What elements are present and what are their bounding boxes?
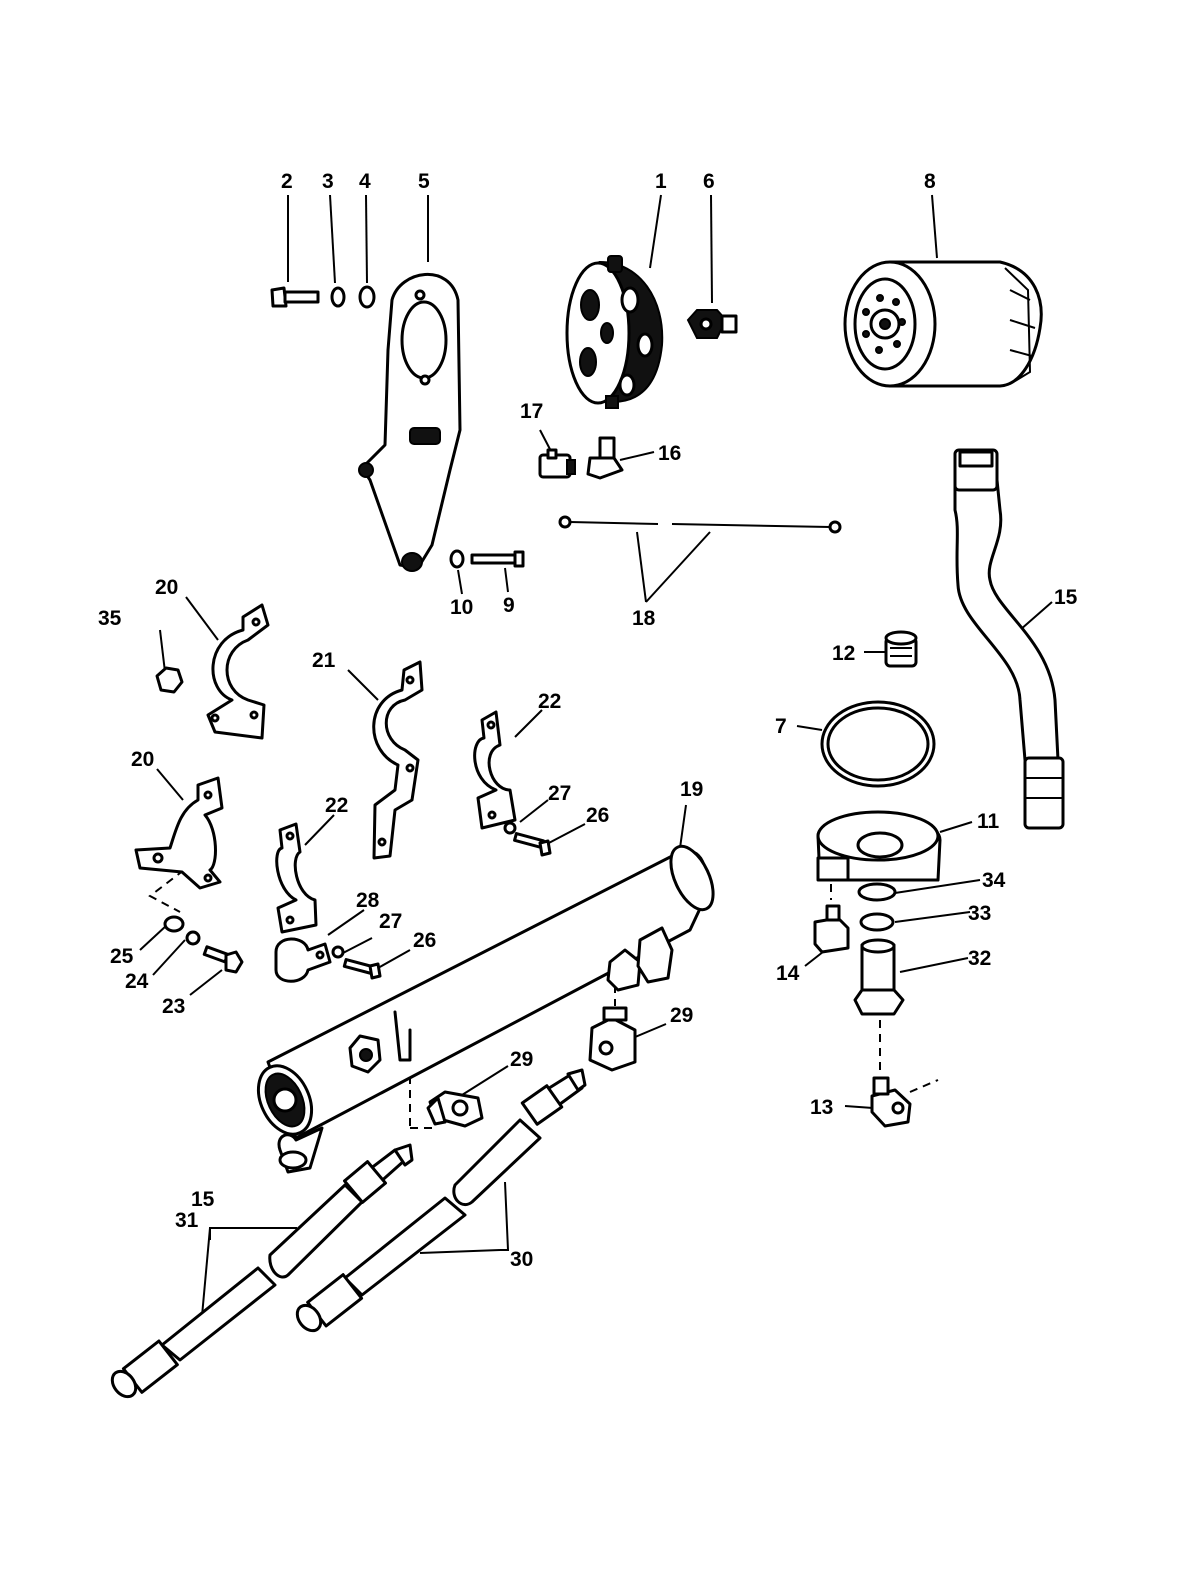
callout-17: 17	[520, 400, 543, 423]
callout-26-left: 26	[413, 929, 436, 952]
callout-21: 21	[312, 649, 336, 672]
callout-29-lower: 29	[510, 1048, 533, 1071]
callout-6: 6	[703, 170, 715, 193]
bracket-21	[372, 660, 424, 860]
washer-33	[859, 912, 895, 932]
bracket-20-upper	[206, 603, 270, 740]
washer-10	[449, 549, 465, 569]
clamp-20-lower	[134, 776, 224, 890]
callout-28: 28	[356, 889, 380, 912]
hose-30-assembly	[295, 1068, 587, 1333]
callout-20-upper: 20	[155, 576, 178, 599]
callout-14: 14	[776, 962, 800, 985]
washer-34	[857, 882, 897, 902]
callout-2: 2	[281, 170, 293, 193]
callout-labels: 1 2 3 4 5 6 7 8 9 10 11 12 13 14 15 15 1…	[98, 170, 1078, 1271]
bolt-9	[470, 550, 525, 568]
hose-31-assembly	[110, 1143, 414, 1399]
callout-34: 34	[982, 869, 1006, 892]
callout-7: 7	[775, 715, 787, 738]
elbow-fitting-16	[586, 436, 624, 480]
callout-12: 12	[832, 642, 855, 665]
clip-28	[274, 937, 332, 983]
callout-30: 30	[510, 1248, 533, 1271]
callout-22-left: 22	[325, 794, 348, 817]
callout-23: 23	[162, 995, 185, 1018]
bolt-26-left	[342, 958, 382, 980]
washer-4	[358, 285, 376, 309]
callout-15-left: 15	[191, 1188, 215, 1211]
washer-3	[330, 286, 346, 308]
mounting-bracket-5	[358, 272, 462, 572]
callout-1: 1	[655, 170, 667, 193]
fitting-6	[686, 309, 738, 339]
callout-29-upper: 29	[670, 1004, 693, 1027]
callout-32: 32	[968, 947, 991, 970]
clamp-22-left	[275, 822, 318, 934]
callout-22-right: 22	[538, 690, 561, 713]
plug-12	[884, 630, 918, 668]
bracket-22-right	[473, 710, 517, 830]
oil-cooler-19	[256, 844, 715, 1174]
callout-16: 16	[658, 442, 681, 465]
fitting-14	[813, 904, 850, 954]
filter-adapter-1	[565, 255, 664, 409]
lockwasher-27-left	[331, 945, 345, 959]
lockwasher-24	[185, 930, 201, 946]
callout-35: 35	[98, 607, 122, 630]
o-ring-7	[820, 700, 936, 788]
fitting-13	[870, 1076, 912, 1128]
bolt-26-right	[513, 832, 552, 857]
callout-9: 9	[503, 594, 515, 617]
sender-17	[538, 448, 576, 479]
hex-fitting-32	[853, 938, 905, 1016]
callout-24: 24	[125, 970, 149, 993]
callout-27-left: 27	[379, 910, 402, 933]
fitting-29-lower	[426, 1090, 484, 1128]
callout-26-right: 26	[586, 804, 609, 827]
callout-13: 13	[810, 1096, 833, 1119]
lockwasher-27-right	[503, 821, 517, 835]
wire-18	[558, 515, 842, 534]
callout-18: 18	[632, 607, 656, 630]
callout-8: 8	[924, 170, 936, 193]
callout-19: 19	[680, 778, 703, 801]
callout-11: 11	[977, 810, 1000, 833]
oil-hose-15-right	[953, 448, 1065, 830]
callout-15-right: 15	[1054, 586, 1078, 609]
oil-filter-8	[843, 260, 1043, 388]
callout-33: 33	[968, 902, 991, 925]
callout-5: 5	[418, 170, 430, 193]
callout-10: 10	[450, 596, 473, 619]
callout-31: 31	[175, 1209, 199, 1232]
washer-25	[163, 915, 185, 933]
adapter-11	[816, 810, 942, 882]
callout-3: 3	[322, 170, 334, 193]
bolt-2	[270, 286, 320, 308]
bolt-23	[202, 945, 244, 974]
callout-25: 25	[110, 945, 134, 968]
fitting-29-upper	[588, 1006, 637, 1072]
callout-27-right: 27	[548, 782, 571, 805]
nut-35	[155, 666, 184, 694]
callout-4: 4	[359, 170, 371, 193]
callout-20-lower: 20	[131, 748, 154, 771]
